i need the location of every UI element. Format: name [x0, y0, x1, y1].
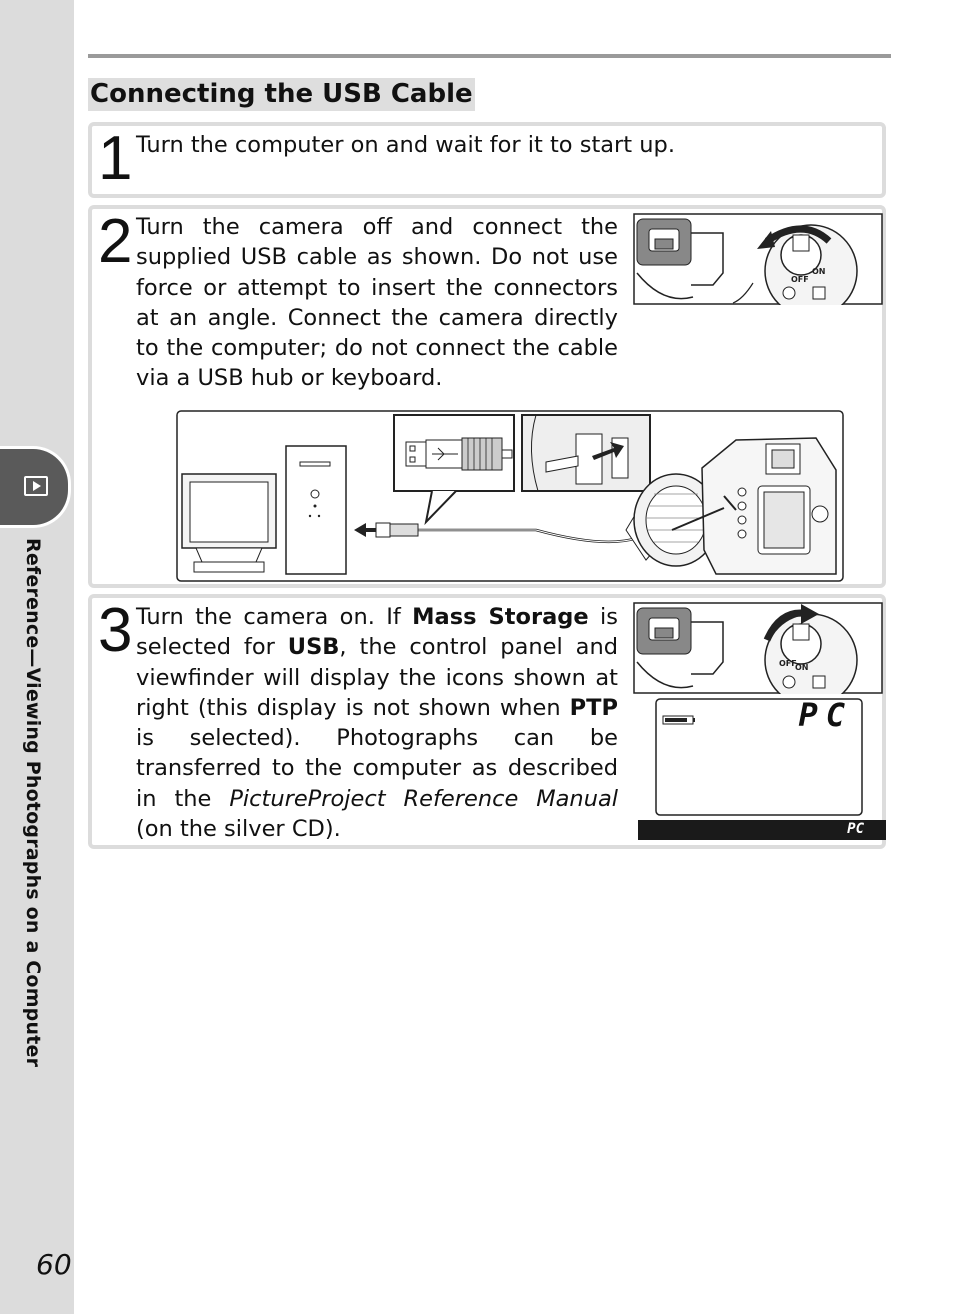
side-band: [0, 0, 74, 1314]
step-3-box: 3 Turn the camera on. If Mass Storage is…: [88, 594, 886, 849]
step-2-box: 2 Turn the camera off and connect the su…: [88, 205, 886, 588]
ptp-term: PTP: [569, 694, 618, 721]
computer-monitor: [181, 473, 277, 573]
step-3-text-part: is selected). Photographs can be transfe…: [136, 725, 618, 812]
mass-storage-term: Mass Storage: [412, 604, 589, 630]
top-rule: [88, 54, 891, 58]
section-tab: [0, 446, 71, 528]
step-1-number: 1: [98, 124, 133, 193]
usb-connection-illustration: [176, 410, 844, 582]
step-3-text: Turn the camera on. If Mass Storage is s…: [136, 602, 618, 844]
lcd-pc-indicator: PC: [798, 698, 853, 734]
step-2-text: Turn the camera off and connect the supp…: [136, 214, 618, 392]
step-1-text: Turn the computer on and wait for it to …: [136, 132, 675, 158]
switch-off-label: OFF: [779, 659, 797, 668]
usb-plug-callout: [393, 414, 515, 526]
switch-on-label: ON: [812, 267, 826, 276]
camera-port-callout: [521, 414, 651, 492]
switch-on-label: ON: [795, 663, 809, 672]
camera-power-on-illustration: OFF ON: [633, 602, 883, 694]
viewfinder-display: PC: [638, 820, 886, 840]
section-heading: Connecting the USB Cable: [88, 78, 475, 111]
side-section-label: Reference—Viewing Photographs on a Compu…: [22, 538, 44, 1068]
camera-power-off-illustration: OFF ON: [633, 213, 883, 305]
step-3-text-part: Turn the camera on. If: [136, 604, 413, 630]
step-3-text-part: , the control panel and viewfinder will …: [136, 634, 618, 721]
step-3-text-part: (on the silver CD).: [136, 816, 341, 843]
camera-body: [625, 437, 837, 575]
page-number: 60: [36, 1248, 72, 1281]
switch-off-label: OFF: [791, 275, 809, 284]
step-1-box: 1 Turn the computer on and wait for it t…: [88, 122, 886, 198]
viewfinder-pc-indicator: PC: [847, 821, 864, 837]
control-panel-display: PC: [655, 698, 863, 816]
playback-icon: [24, 476, 48, 496]
step-2-number: 2: [98, 207, 133, 276]
manual-title: PictureProject Reference Manual: [229, 785, 618, 812]
computer-tower: [285, 445, 347, 575]
step-3-number: 3: [98, 596, 133, 665]
usb-term: USB: [287, 634, 340, 661]
step-3-text-part: is selected for: [136, 604, 618, 661]
